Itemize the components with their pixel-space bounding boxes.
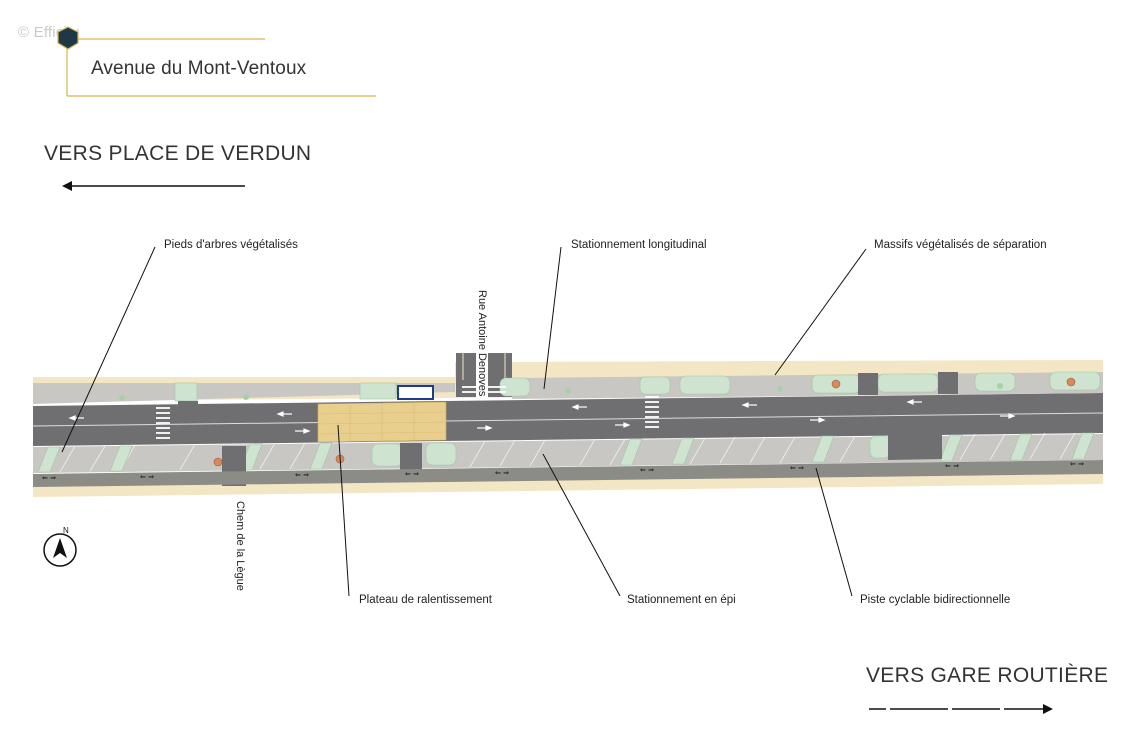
svg-text:⇐ ⇒: ⇐ ⇒: [42, 474, 56, 482]
street-label-north: Rue Antoine Denoves: [476, 288, 488, 399]
svg-text:⇐ ⇒: ⇐ ⇒: [140, 473, 154, 481]
arrow-right-icon: [869, 704, 1053, 714]
bike-lane: [33, 460, 1103, 487]
bus-shelter: [397, 385, 434, 400]
svg-text:⇐ ⇒: ⇐ ⇒: [295, 471, 309, 479]
callout-angled-parking: Stationnement en épi: [627, 594, 736, 606]
south-sidewalk: [33, 474, 1103, 497]
compass-icon: [43, 533, 77, 567]
callout-bike-lane: Piste cyclable bidirectionnelle: [860, 594, 1011, 606]
compass-label: N: [63, 526, 69, 535]
hexagon-icon: [57, 26, 79, 50]
header-frame: [57, 26, 376, 97]
callout-leaders: [61, 246, 867, 597]
direction-left-label: VERS PLACE DE VERDUN: [44, 142, 312, 165]
svg-text:⇐ ⇒: ⇐ ⇒: [405, 470, 419, 478]
callout-longitudinal-parking: Stationnement longitudinal: [571, 239, 707, 251]
arrow-left-icon: [62, 181, 245, 191]
svg-text:⇐ ⇒: ⇐ ⇒: [640, 466, 654, 474]
callout-tree-bases: Pieds d'arbres végétalisés: [164, 239, 298, 251]
page-title: Avenue du Mont-Ventoux: [91, 58, 307, 79]
direction-right-label: VERS GARE ROUTIÈRE: [866, 664, 1109, 687]
svg-text:⇐ ⇒: ⇐ ⇒: [790, 464, 804, 472]
svg-text:⇐ ⇒: ⇐ ⇒: [495, 469, 509, 477]
road-plan: ⇐ ⇒ ⇐ ⇒ ⇐ ⇒ ⇐ ⇒ ⇐ ⇒ ⇐ ⇒ ⇐ ⇒ ⇐ ⇒ ⇐ ⇒: [32, 353, 1104, 497]
svg-text:⇐ ⇒: ⇐ ⇒: [1070, 460, 1084, 468]
north-parking-strip: [33, 383, 455, 404]
callout-speed-plateau: Plateau de ralentissement: [359, 594, 492, 606]
svg-text:⇐ ⇒: ⇐ ⇒: [945, 462, 959, 470]
south-parking-strip: [33, 434, 1103, 473]
callout-green-separators: Massifs végétalisés de séparation: [874, 239, 1047, 251]
street-label-south: Chem de la Lègue: [234, 499, 246, 593]
